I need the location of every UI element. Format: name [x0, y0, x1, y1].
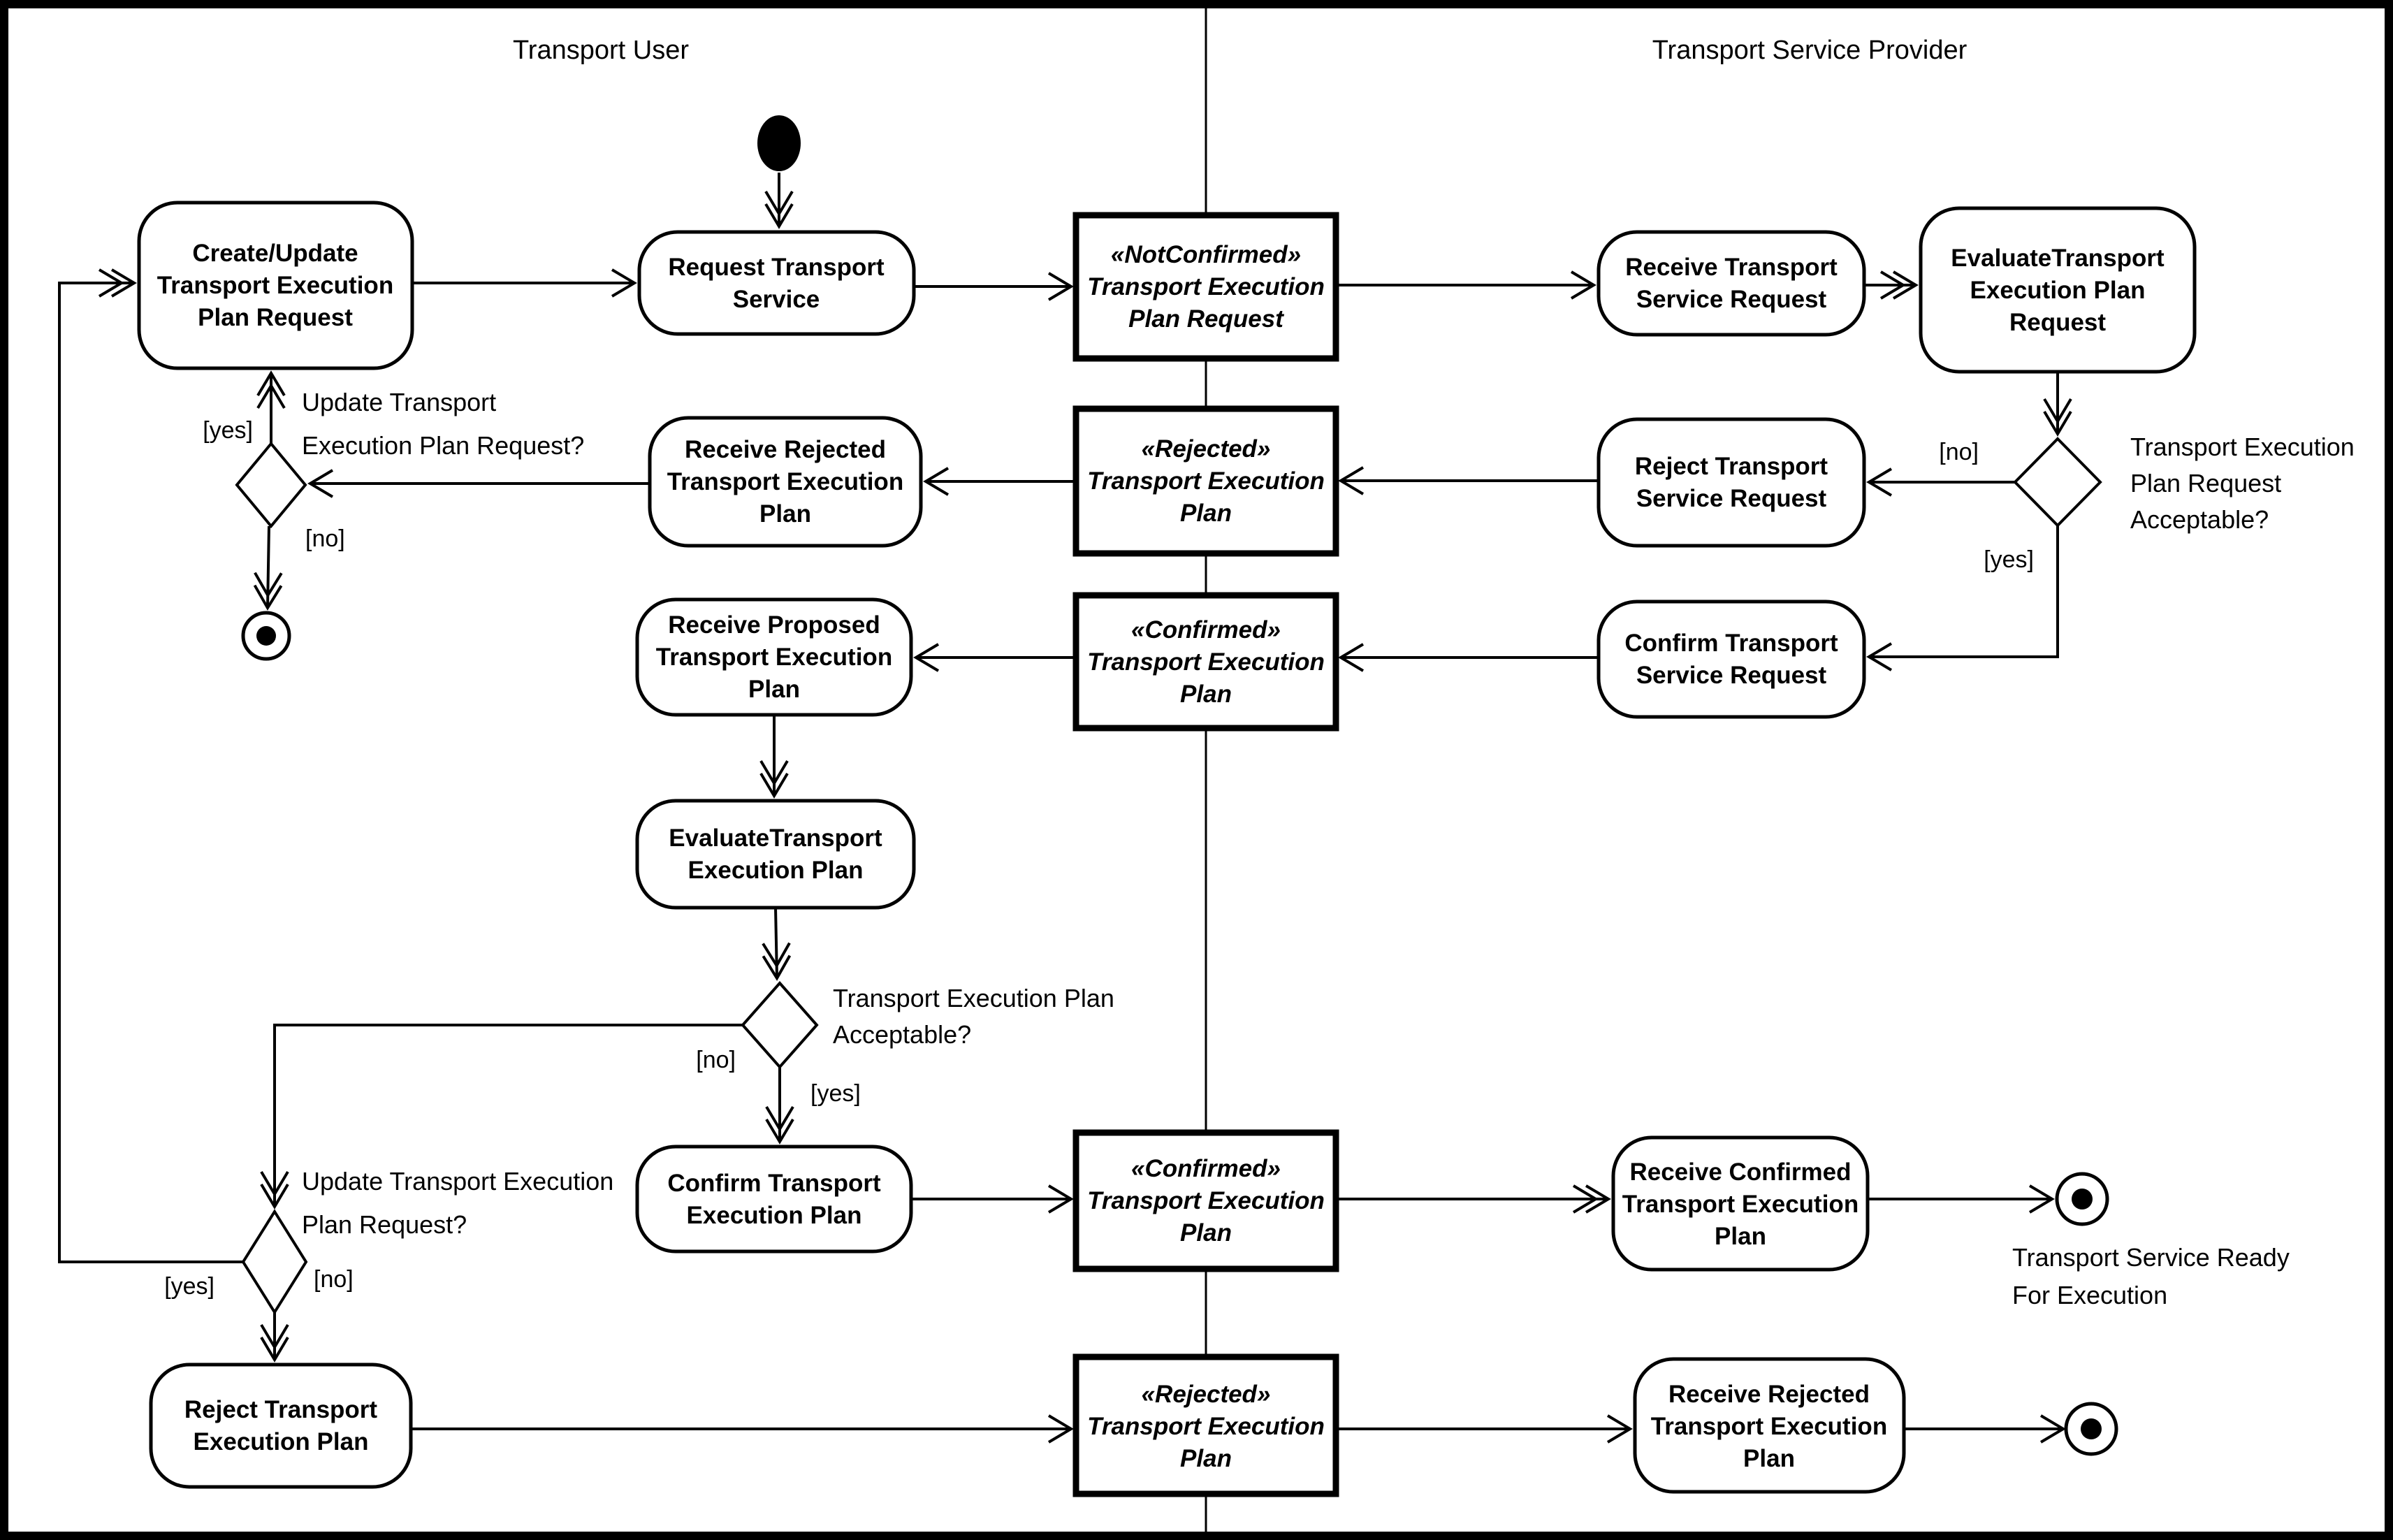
flow-loopback-to-create-update — [58, 268, 243, 1263]
decision-tep-acceptable — [741, 980, 819, 1070]
lane-header-transport-user: Transport User — [513, 36, 689, 65]
decision-update-tepr-upper — [235, 441, 307, 529]
guard-no-update-lower: [no] — [314, 1266, 354, 1293]
guard-no-tepr-acceptable: [no] — [1939, 439, 1979, 465]
guard-yes-tep-acceptable: [yes] — [810, 1080, 861, 1107]
guard-no-update-upper: [no] — [305, 525, 345, 552]
guard-yes-tepr-acceptable: [yes] — [1984, 546, 2034, 573]
final-node-provider-confirmed — [2055, 1172, 2109, 1226]
lane-header-transport-service-provider: Transport Service Provider — [1652, 36, 1968, 65]
final-node-provider-rejected — [2064, 1402, 2118, 1456]
decision-update-tepr-lower — [241, 1209, 308, 1315]
initial-node — [757, 115, 801, 171]
guard-no-tep-acceptable: [no] — [696, 1047, 736, 1073]
flow-decision-no-to-final — [253, 525, 283, 611]
decision-tepr-acceptable — [2013, 437, 2102, 528]
final-node-user — [241, 611, 291, 661]
flow-decision-yes-to-confirm-tsr — [1866, 525, 2059, 671]
guard-yes-update-lower: [yes] — [164, 1273, 214, 1300]
flow-evaluate-tep-to-decision — [762, 907, 792, 981]
flow-decision-no-to-update-decision — [260, 1024, 743, 1210]
guard-yes-update-upper: [yes] — [203, 417, 253, 444]
